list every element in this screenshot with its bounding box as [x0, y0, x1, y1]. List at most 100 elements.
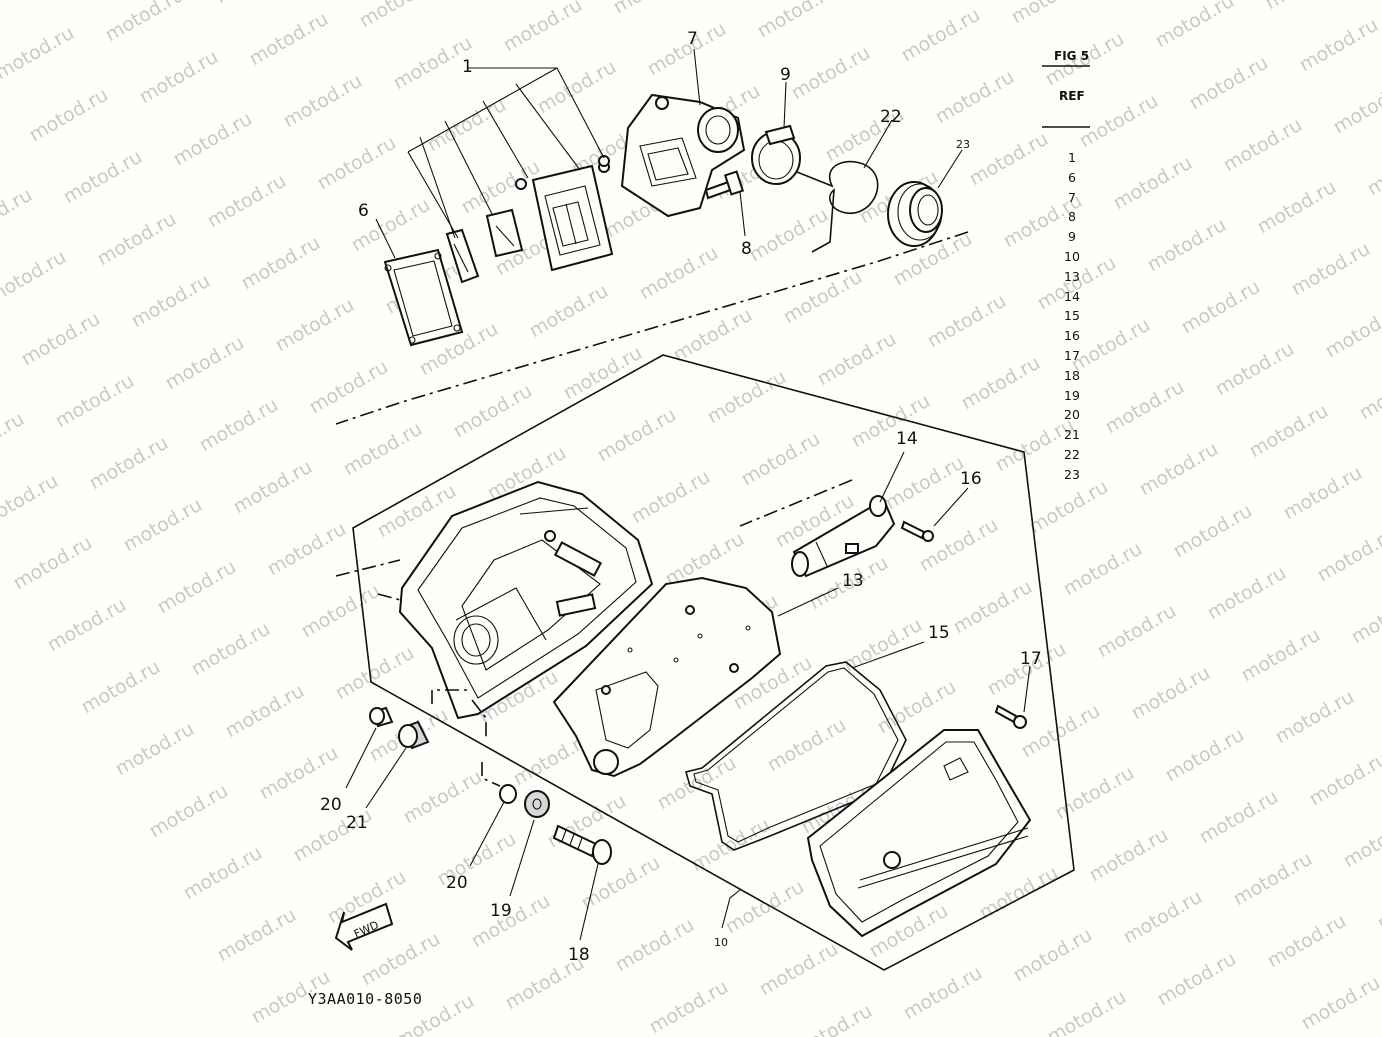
watermark-text: motod.ru — [1340, 810, 1382, 873]
ref-label: REF — [1059, 89, 1085, 103]
ref-number-item: 17 — [1064, 347, 1080, 363]
watermark-text: motod.ru — [0, 184, 36, 247]
ref-number-item: 9 — [1068, 229, 1076, 245]
watermark-text: motod.ru — [1110, 152, 1196, 215]
screw-part — [598, 155, 610, 167]
callout-9: 9 — [780, 65, 791, 85]
watermark-text: motod.ru — [612, 914, 698, 977]
watermark-text: motod.ru — [1212, 338, 1298, 401]
callout-18: 18 — [568, 945, 590, 965]
leader-lines-upper — [375, 48, 963, 259]
watermark-text: motod.ru — [146, 780, 232, 843]
watermark-text: motod.ru — [1272, 686, 1358, 749]
watermark-text: motod.ru — [52, 370, 138, 433]
reed-block-part — [531, 164, 614, 272]
watermark-text: motod.ru — [1170, 500, 1256, 563]
watermark-text: motod.ru — [154, 556, 240, 619]
watermark-text: motod.ru — [610, 0, 696, 18]
ref-number-item: 8 — [1068, 209, 1076, 225]
ref-number-item: 14 — [1064, 288, 1080, 304]
leader-lines-lower — [345, 451, 1031, 941]
watermark-text: motod.ru — [272, 294, 358, 357]
reed-petal-part — [485, 208, 524, 258]
callout-21: 21 — [346, 813, 368, 833]
watermark-text: motod.ru — [924, 290, 1010, 353]
watermark-text: motod.ru — [1348, 586, 1382, 649]
watermark-text: motod.ru — [458, 156, 544, 219]
callout-20-right: 20 — [446, 873, 468, 893]
air-filter-cover-part — [806, 729, 1032, 938]
watermark-text: motod.ru — [1010, 924, 1096, 987]
ref-number-item: 21 — [1064, 427, 1080, 443]
watermark-text: motod.ru — [1060, 538, 1146, 601]
watermark-text: motod.ru — [0, 408, 28, 471]
watermark-text: motod.ru — [1280, 462, 1366, 525]
watermark-text: motod.ru — [1254, 176, 1340, 239]
watermark-text: motod.ru — [578, 852, 664, 915]
case-gasket-part — [685, 661, 907, 851]
ref-number-item: 6 — [1068, 169, 1076, 185]
watermark-text: motod.ru — [162, 332, 248, 395]
intake-tube-part — [792, 498, 896, 578]
callout-1: 1 — [462, 57, 473, 77]
watermark-text: motod.ru — [0, 22, 78, 85]
watermark-text: motod.ru — [128, 270, 214, 333]
figure-label: FIG 5 — [1054, 49, 1090, 63]
watermark-text: motod.ru — [864, 0, 950, 4]
watermark-text: motod.ru — [722, 876, 808, 939]
assembly-boundary — [352, 354, 1075, 971]
ref-number-item: 7 — [1068, 189, 1076, 205]
watermark-text: motod.ru — [26, 84, 112, 147]
watermark-text: motod.ru — [1136, 438, 1222, 501]
watermark-text: motod.ru — [1374, 872, 1382, 935]
watermark-text: motod.ru — [670, 304, 756, 367]
callout-labels: 1 6 7 8 9 22 23 14 16 13 15 17 20 21 20 … — [320, 29, 1042, 965]
watermark-text: motod.ru — [1102, 376, 1188, 439]
callout-20-left: 20 — [320, 795, 342, 815]
watermark-text: motod.ru — [170, 108, 256, 171]
watermark-text: motod.ru — [932, 66, 1018, 129]
callout-7: 7 — [687, 29, 698, 49]
watermark-text: motod.ru — [212, 0, 298, 8]
watermark-text: motod.ru — [958, 352, 1044, 415]
watermark-text: motod.ru — [0, 0, 44, 22]
callout-8: 8 — [741, 239, 752, 259]
spring-part — [796, 160, 879, 253]
callout-15: 15 — [928, 623, 950, 643]
watermark-text: motod.ru — [534, 56, 620, 119]
watermark-text: motod.ru — [298, 580, 384, 643]
watermark-text: motod.ru — [1314, 524, 1382, 587]
screw-part — [994, 704, 1018, 724]
watermark-text: motod.ru — [916, 514, 1002, 577]
watermark-text: motod.ru — [1162, 724, 1248, 787]
callout-14: 14 — [896, 429, 918, 449]
watermark-text: motod.ru — [1178, 276, 1264, 339]
ref-number-item: 16 — [1064, 328, 1080, 344]
watermark-text: motod.ru — [1356, 362, 1382, 425]
watermark-text: motod.ru — [756, 938, 842, 1001]
watermark-text: motod.ru — [1196, 786, 1282, 849]
callout-6: 6 — [358, 201, 369, 221]
centerlines — [335, 231, 969, 609]
ref-number-item: 10 — [1064, 248, 1080, 264]
callout-10: 10 — [714, 936, 728, 949]
reed-valve-assembly — [383, 93, 943, 347]
watermark-text: motod.ru — [78, 656, 164, 719]
watermark-text: motod.ru — [196, 394, 282, 457]
watermark-text: motod.ru — [86, 432, 172, 495]
watermark-text: motod.ru — [1154, 948, 1240, 1011]
ref-number-item: 13 — [1064, 268, 1080, 284]
watermark-text: motod.ru — [882, 452, 968, 515]
screw-part — [900, 520, 926, 540]
ref-number-item: 15 — [1064, 308, 1080, 324]
watermark-text: motod.ru — [1094, 600, 1180, 663]
watermark-text: motod.ru — [646, 976, 732, 1037]
watermark-text: motod.ru — [400, 766, 486, 829]
watermark-text: motod.ru — [1296, 14, 1382, 77]
air-filter-element-part — [552, 576, 782, 778]
watermark-text: motod.ru — [246, 8, 332, 71]
washer-part — [524, 790, 550, 818]
callout-16: 16 — [960, 469, 982, 489]
watermark-text: motod.ru — [1152, 0, 1238, 52]
ref-number-item: 19 — [1064, 387, 1080, 403]
